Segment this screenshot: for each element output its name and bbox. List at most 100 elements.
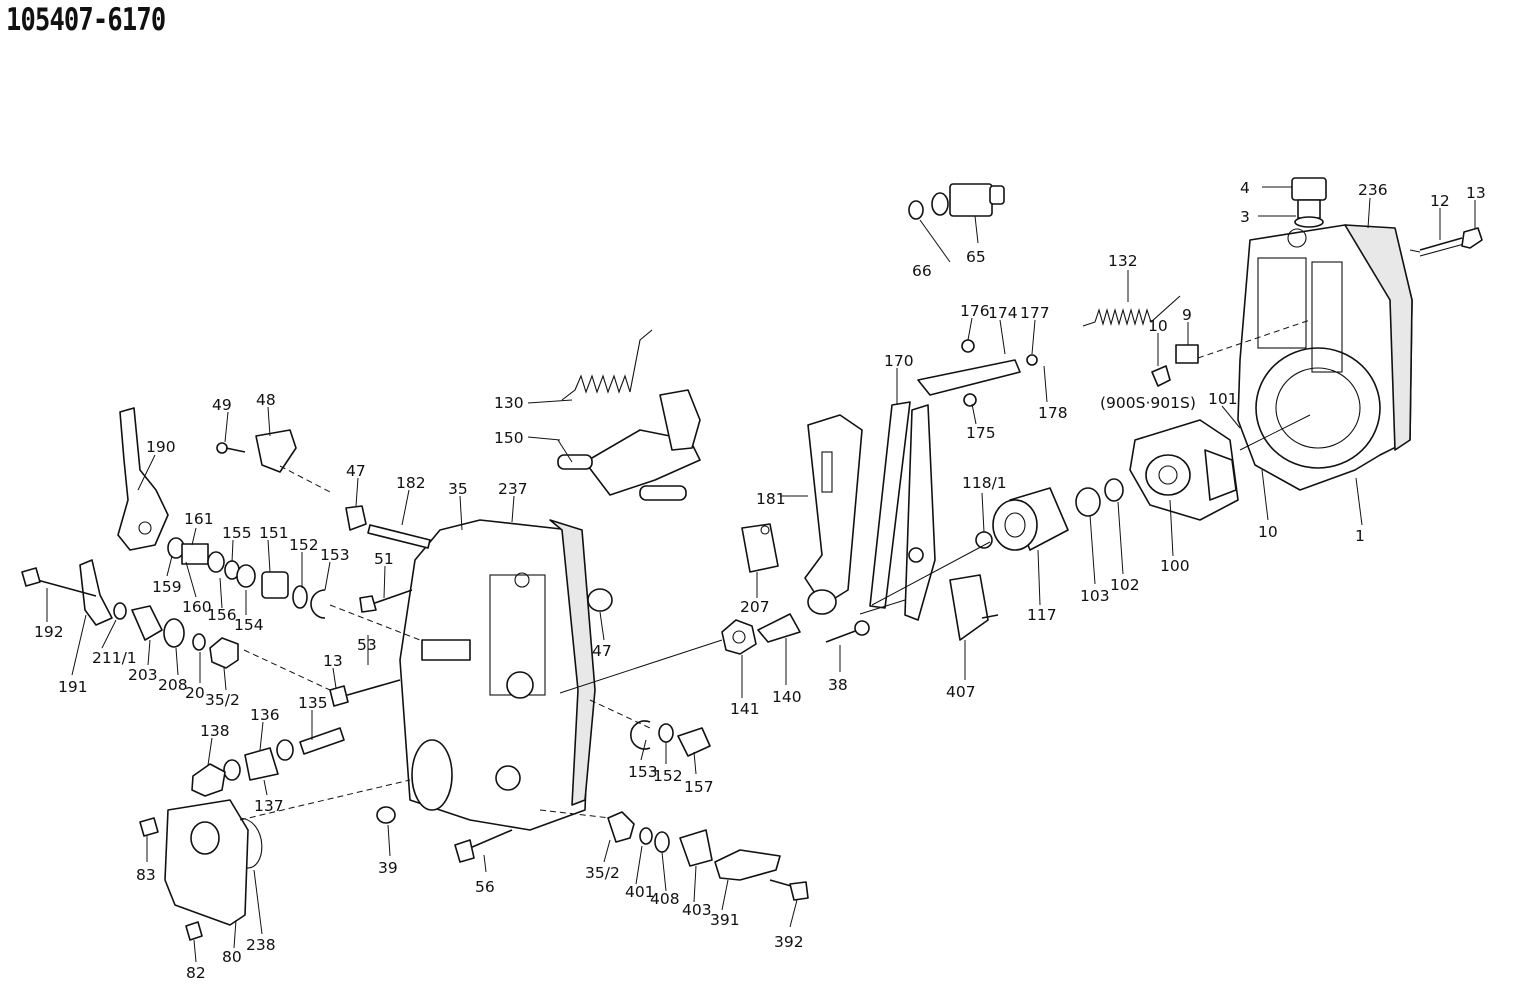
callout-103: 103: [1080, 587, 1110, 605]
callout-100: 100: [1160, 557, 1190, 575]
pin-part-182: [345, 505, 431, 549]
callout-4: 4: [1240, 179, 1250, 197]
callout-170: 170: [884, 352, 914, 370]
callout-35-2-left: 35/2: [205, 691, 240, 709]
callout-154: 154: [234, 616, 264, 634]
callout-65: 65: [966, 248, 986, 266]
callout-135: 135: [298, 694, 328, 712]
callout-182: 182: [396, 474, 426, 492]
callout-401: 401: [625, 883, 655, 901]
callout-38: 38: [828, 676, 848, 694]
fitting-part-65: [908, 183, 1005, 220]
callout-48: 48: [256, 391, 276, 409]
callout-101: 101: [1208, 390, 1238, 408]
callout-177: 177: [1020, 304, 1050, 322]
callout-83: 83: [136, 866, 156, 884]
governor-cover-part-35: [399, 519, 596, 831]
callout-237: 237: [498, 480, 528, 498]
sleeve-part-203: [113, 602, 239, 669]
callout-208: 208: [158, 676, 188, 694]
callout-labels: 1 3 4 9 10 10 12 13 13 20 35 35/2 35/2 3…: [34, 179, 1486, 982]
callout-53: 53: [357, 636, 377, 654]
callout-80: 80: [222, 948, 242, 966]
lever-part-181: [804, 414, 863, 615]
block-part-207: [741, 523, 779, 573]
callout-102: 102: [1110, 576, 1140, 594]
callout-207: 207: [740, 598, 770, 616]
spring-part-132: [1082, 295, 1181, 327]
flyweight-part-100: [1129, 419, 1239, 521]
callout-140: 140: [772, 688, 802, 706]
spring-part-130: [561, 329, 653, 401]
bracket-part-9: [1151, 319, 1311, 387]
callout-136: 136: [250, 706, 280, 724]
callout-408: 408: [650, 890, 680, 908]
callout-35-2-lower: 35/2: [585, 864, 620, 882]
callout-181: 181: [756, 490, 786, 508]
callout-190: 190: [146, 438, 176, 456]
callout-3: 3: [1240, 208, 1250, 226]
adjust-screw-part-135: [191, 727, 345, 797]
callout-178: 178: [1038, 404, 1068, 422]
callout-117: 117: [1027, 606, 1057, 624]
callout-160: 160: [182, 598, 212, 616]
callout-13-left: 13: [323, 652, 343, 670]
bolt-part-47: [587, 588, 613, 612]
callout-156: 156: [207, 606, 237, 624]
spring-part-140: [757, 613, 801, 643]
callout-66: 66: [912, 262, 932, 280]
callout-12: 12: [1430, 192, 1450, 210]
callout-176: 176: [960, 302, 990, 320]
callout-391: 391: [710, 911, 740, 929]
callout-10-lower: 10: [1258, 523, 1278, 541]
screw-part-53: [329, 679, 401, 707]
callout-49: 49: [212, 396, 232, 414]
callout-20: 20: [185, 684, 205, 702]
callout-155: 155: [222, 524, 252, 542]
sleeve-part-117: [975, 478, 1124, 551]
callout-152-lower: 152: [653, 767, 683, 785]
callout-47-right: 47: [592, 642, 612, 660]
callout-138: 138: [200, 722, 230, 740]
callout-leaders: [46, 186, 1476, 963]
screw-part-56: [376, 806, 513, 863]
callout-152-upper: 152: [289, 536, 319, 554]
callout-211-1: 211/1: [92, 649, 137, 667]
plug-part-4: [1291, 177, 1327, 228]
callout-236: 236: [1358, 181, 1388, 199]
callout-10-upper: 10: [1148, 317, 1168, 335]
callout-132: 132: [1108, 252, 1138, 270]
callout-141: 141: [730, 700, 760, 718]
callout-39: 39: [378, 859, 398, 877]
callout-192: 192: [34, 623, 64, 641]
callout-9: 9: [1182, 306, 1192, 324]
lever-part-191: [21, 559, 113, 626]
nut-part-141: [721, 619, 757, 655]
callout-47-left: 47: [346, 462, 366, 480]
callout-151: 151: [259, 524, 289, 542]
screw-part-38: [825, 620, 870, 643]
callout-153-upper: 153: [320, 546, 350, 564]
sleeve-part-157: [630, 720, 711, 757]
diagram-title: 105407-6170: [6, 2, 166, 38]
callout-191: 191: [58, 678, 88, 696]
lever-part-150: [557, 389, 701, 501]
governor-housing: [1237, 224, 1413, 491]
callout-82: 82: [186, 964, 206, 982]
shaft-stack: [167, 537, 326, 619]
callout-35: 35: [448, 480, 468, 498]
callout-407: 407: [946, 683, 976, 701]
callout-13-right: 13: [1466, 184, 1486, 202]
callout-203: 203: [128, 666, 158, 684]
lever-part-174: [917, 339, 1038, 407]
assembly-leader-lines: [239, 249, 1421, 821]
lower-cover-part-80: [139, 799, 263, 941]
callout-130: 130: [494, 394, 524, 412]
lever-part-170: [869, 401, 936, 621]
callout-175: 175: [966, 424, 996, 442]
callout-153-lower: 153: [628, 763, 658, 781]
callout-174: 174: [988, 304, 1018, 322]
screw-part-51: [359, 589, 413, 613]
callout-403: 403: [682, 901, 712, 919]
callout-900s-901s: (900S·901S): [1100, 394, 1196, 412]
